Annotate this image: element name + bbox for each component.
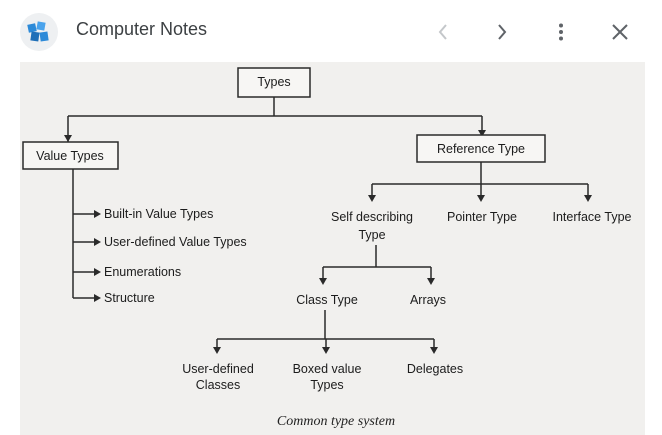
arrow-reference-type (478, 130, 486, 137)
app-title: Computer Notes (76, 19, 208, 39)
arrow-user-defined-value (94, 238, 101, 246)
boxed-value-types-line2: Types (310, 378, 343, 392)
self-describing-label-line2: Type (358, 228, 385, 242)
close-button[interactable] (600, 12, 640, 52)
self-describing-connector (322, 245, 432, 281)
arrays-label: Arrays (410, 293, 446, 307)
arrow-structure (94, 294, 101, 302)
interface-type-label: Interface Type (553, 210, 632, 224)
enumerations-label: Enumerations (104, 265, 181, 279)
arrow-pointer-type (477, 195, 485, 202)
more-vert-icon (559, 23, 563, 41)
more-options-button[interactable] (541, 12, 581, 52)
top-bar: Computer Notes (0, 0, 662, 62)
value-types-connector (72, 169, 96, 299)
user-defined-classes-line2: Classes (196, 378, 240, 392)
value-types-label: Value Types (36, 149, 104, 163)
class-type-label: Class Type (296, 293, 358, 307)
back-button[interactable] (424, 12, 464, 52)
arrow-user-defined-classes (213, 347, 221, 354)
arrow-arrays (427, 278, 435, 285)
reference-type-box (416, 134, 546, 163)
user-defined-classes-line1: User-defined (182, 362, 254, 376)
arrow-class-type (319, 278, 327, 285)
computer-notes-logo-icon (20, 13, 58, 51)
diagram-caption: Common type system (277, 414, 395, 429)
arrow-builtin (94, 210, 101, 218)
arrow-boxed-value-types (322, 347, 330, 354)
types-label: Types (257, 75, 290, 89)
types-box (237, 67, 311, 98)
reference-type-label: Reference Type (437, 142, 525, 156)
arrow-enumerations (94, 268, 101, 276)
arrow-self-describing (368, 195, 376, 202)
structure-label: Structure (104, 291, 155, 305)
pointer-type-label: Pointer Type (447, 210, 517, 224)
diagram-image: Types Value Types Built-in Value Types U… (20, 62, 645, 435)
chevron-left-icon (438, 24, 447, 40)
arrow-delegates (430, 347, 438, 354)
user-defined-value-types-label: User-defined Value Types (104, 235, 247, 249)
close-icon (612, 24, 628, 40)
self-describing-label-line1: Self describing (331, 210, 413, 224)
delegates-label: Delegates (407, 362, 463, 376)
builtin-value-types-label: Built-in Value Types (104, 207, 213, 221)
arrow-value-types (64, 135, 72, 142)
forward-button[interactable] (482, 12, 522, 52)
arrow-interface-type (584, 195, 592, 202)
value-types-box (22, 141, 119, 170)
chevron-right-icon (498, 24, 507, 40)
class-type-connector (216, 310, 435, 350)
boxed-value-types-line1: Boxed value (293, 362, 362, 376)
reference-type-connector (371, 162, 589, 198)
root-connector (67, 97, 483, 142)
common-type-system-diagram: Types Value Types Built-in Value Types U… (22, 67, 632, 429)
